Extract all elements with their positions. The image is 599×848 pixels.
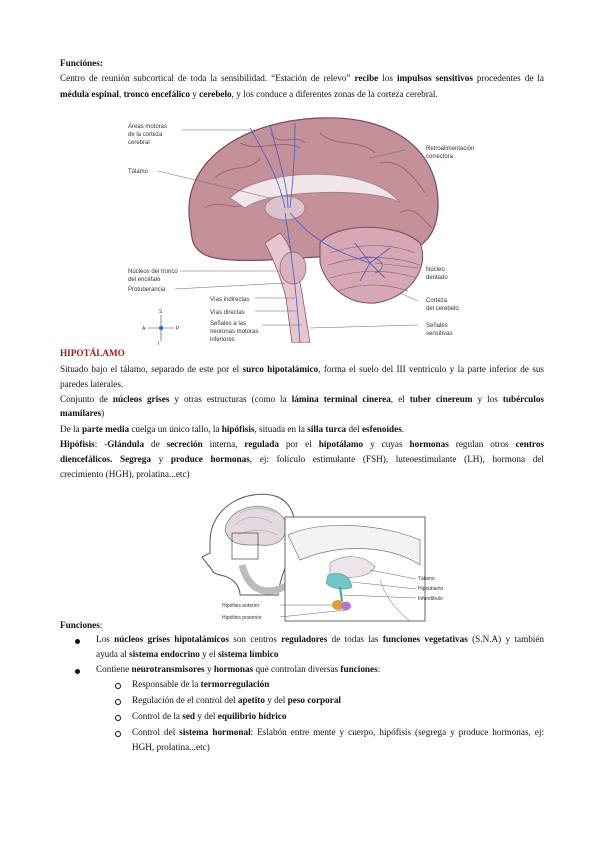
label-infundibulo: Infundíbulo: [418, 596, 443, 602]
label-protuberancia: Protuberancia: [128, 287, 166, 293]
hypothalamus-figure: Tálamo Hipotálamo Infundíbulo Hipófisis …: [201, 493, 444, 622]
sub-bullet-3-text: Control de la sed y del equilibrio hídri…: [132, 711, 287, 721]
sub-bullet-3: [115, 715, 121, 721]
sub-bullet-2-text: Regulación de el control del apetito y d…: [132, 695, 341, 705]
label-senales-1: Señales a las: [210, 321, 246, 327]
sub-bullet-4-line2: HGH, prolatina...etc): [132, 742, 210, 752]
svg-text:A: A: [142, 326, 146, 332]
detail-brainstem-edge: [379, 579, 411, 622]
label-senales-sensitivas-1: Señales: [426, 323, 448, 329]
hipotalamo-p1-line1: Situado bajo el tálamo, separado de este…: [60, 364, 544, 374]
detail-infundibulum: [339, 586, 343, 602]
label-nucleos-tronco-1: Núcleos del tronco: [128, 269, 178, 275]
hipotalamo-p1-line2: paredes laterales.: [60, 379, 124, 389]
detail-hypothalamus: [325, 573, 353, 590]
bullet-1-line1: Los núcleos grises hipotalámicos son cen…: [96, 634, 545, 644]
hipotalamo-p3: De la parte media cuelga un único tallo,…: [60, 424, 405, 434]
label-nucleo-dentado-1: Núcleo: [426, 267, 445, 273]
cerebellum-folia: [327, 245, 421, 292]
funciones-line-1: Centro de reunión subcortical de toda la…: [60, 73, 544, 83]
brain-motor-pathways-figure: Áreas motoras de la corteza cerebral Tál…: [128, 117, 474, 343]
label-hipofisis-posterior: Hipófisis posterior: [222, 615, 262, 621]
zoom-arrow: [238, 563, 290, 595]
label-hipotalamo: Hipotálamo: [418, 586, 444, 592]
hipofisis-line2: diencefálicos. Segrega y produce hormona…: [60, 454, 544, 464]
bullet-1: [75, 639, 80, 644]
compass-i-label: I: [158, 341, 160, 347]
orientation-compass: S A P: [142, 309, 180, 341]
label-talamo-2: Tálamo: [418, 576, 435, 582]
detail-posterior-pituitary: [341, 601, 351, 611]
label-nucleos-tronco-2: del encéfalo: [128, 277, 161, 283]
funciones-heading: Funciónes:: [60, 58, 103, 68]
leader-lines: [157, 129, 419, 329]
hipotalamo-title: HIPOTÁLAMO: [60, 348, 125, 358]
label-senales-sensitivas-2: sensitivas: [426, 331, 452, 337]
label-nucleo-dentado-2: dentado: [426, 275, 448, 281]
bullet-2-line: Contiene neurotransmisores y hormonas qu…: [96, 664, 381, 674]
label-talamo: Tálamo: [128, 169, 149, 175]
pathway-lines: [249, 122, 391, 343]
svg-text:S: S: [159, 309, 163, 315]
detail-callosum: [287, 524, 421, 566]
label-hipofisis-anterior: Hipófisis anterior: [222, 603, 260, 609]
hipotalamo-p2-line1: Conjunto de núcleos grises y otras estru…: [60, 394, 544, 404]
hipofisis-line3: crecimiento (HGH), prolatina...etc): [60, 469, 190, 479]
label-areas-motoras-1: Áreas motoras: [128, 123, 167, 130]
funciones-bottom-heading: Funciones:: [60, 620, 103, 630]
label-vias-indirectas: Vías indirectas: [210, 297, 249, 303]
label-corteza-cerebelo-2: del cerebelo: [426, 306, 459, 312]
label-senales-3: inferiores: [210, 337, 235, 343]
detail-leader-lines: [279, 569, 417, 618]
label-retroalimentacion-2: correctora: [426, 154, 454, 160]
sub-bullet-1-text: Responsable de la termorregulación: [132, 679, 270, 689]
detail-anterior-pituitary: [332, 600, 344, 610]
svg-text:P: P: [176, 326, 180, 332]
sub-bullet-4: [115, 731, 121, 737]
sub-bullet-1: [115, 683, 121, 689]
label-retroalimentacion-1: Retroalimentación: [426, 146, 474, 152]
cerebellum-shape: [319, 226, 424, 304]
label-corteza-cerebelo-1: Corteza: [426, 298, 448, 304]
brainstem-shape: [264, 232, 311, 343]
label-areas-motoras-3: cerebral: [128, 140, 150, 146]
sub-bullet-4-line1: Control del sistema hormonal: Eslabón en…: [132, 727, 544, 737]
bullet-2: [75, 669, 80, 674]
bullet-1-line2: ayuda al sistema endocrino y el sistema …: [96, 649, 279, 659]
hipofisis-line1: Hipófisis: -Glándula de secreción intern…: [60, 439, 544, 449]
label-senales-2: neuronas motoras: [210, 329, 258, 335]
label-areas-motoras-2: de la corteza: [128, 132, 163, 138]
small-brain-gyri: [234, 508, 279, 536]
zoom-box: [231, 532, 259, 560]
sub-bullet-2: [115, 699, 121, 705]
label-vias-directas: Vías directas: [210, 310, 245, 316]
small-brain: [224, 506, 287, 546]
funciones-line-2: médula espinal, tronco encefálico y cere…: [60, 89, 438, 99]
hipotalamo-p2-line2: mamilares): [60, 408, 105, 418]
